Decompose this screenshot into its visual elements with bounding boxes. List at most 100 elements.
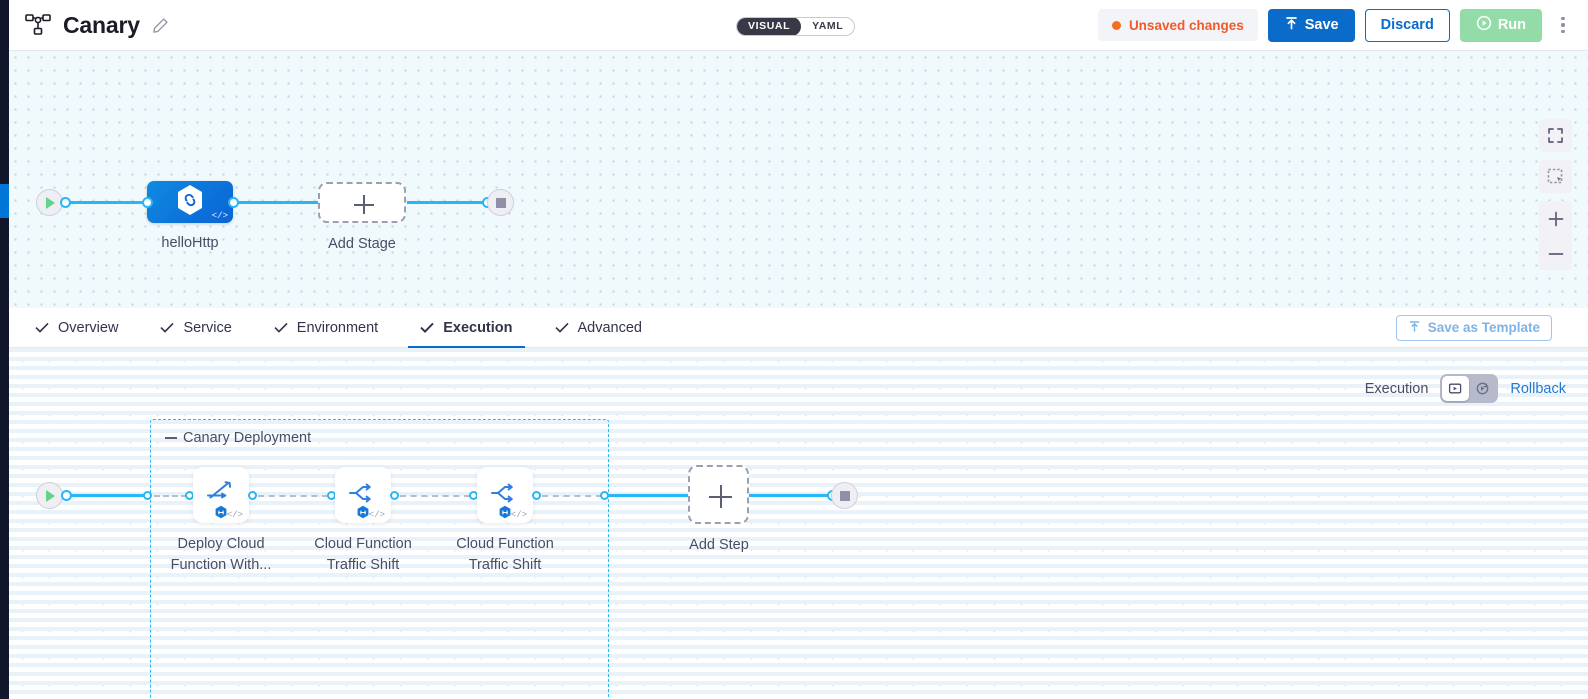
- add-step-label: Add Step: [689, 537, 749, 553]
- add-stage-label: Add Stage: [328, 236, 396, 252]
- step-type-badge: [498, 505, 513, 520]
- left-nav-active-indicator: [0, 184, 9, 218]
- section-tabs[interactable]: Overview Service Environment Execution A…: [9, 308, 1588, 349]
- zoom-out-icon[interactable]: [1539, 237, 1572, 270]
- kebab-menu-icon[interactable]: [1552, 9, 1574, 41]
- tab-environment[interactable]: Environment: [274, 308, 378, 348]
- edge-start-to-group: [70, 494, 146, 497]
- view-mode-toggle[interactable]: VISUAL YAML: [736, 17, 856, 36]
- tab-advanced[interactable]: Advanced: [554, 308, 642, 348]
- add-stage-button[interactable]: Add Stage: [318, 182, 406, 252]
- group-title-label: Canary Deployment: [183, 430, 312, 446]
- step-node-traffic-shift-2[interactable]: </> Cloud Function Traffic Shift: [456, 467, 554, 573]
- tab-service-label: Service: [183, 319, 232, 336]
- edge-group-to-step1: [154, 495, 187, 497]
- fit-to-screen-icon[interactable]: [1539, 119, 1572, 152]
- stage-end-node[interactable]: [487, 189, 514, 216]
- run-button[interactable]: Run: [1459, 8, 1542, 42]
- template-upload-icon: [1408, 320, 1421, 336]
- stage-code-badge: </>: [211, 211, 228, 221]
- left-nav-rail[interactable]: [0, 0, 9, 699]
- check-icon: [35, 322, 49, 333]
- rollback-view-icon[interactable]: [1469, 376, 1496, 401]
- discard-button[interactable]: Discard: [1364, 8, 1450, 42]
- play-start-icon: [36, 189, 63, 216]
- step-type-badge: [356, 505, 371, 520]
- check-icon: [554, 322, 569, 333]
- save-as-template-label: Save as Template: [1427, 320, 1540, 335]
- view-mode-yaml[interactable]: YAML: [812, 20, 844, 32]
- zoom-in-icon[interactable]: [1539, 201, 1572, 237]
- execution-mode-toggle[interactable]: [1440, 374, 1499, 403]
- step-label-deploy-cloud-function: Deploy Cloud Function With...: [170, 536, 272, 573]
- unsaved-changes-label: Unsaved changes: [1128, 17, 1244, 33]
- edge-start-to-hellohttp: [69, 201, 155, 204]
- execution-end-node[interactable]: [831, 482, 858, 509]
- traffic-shift-icon: [346, 478, 380, 513]
- deploy-function-icon: [204, 478, 238, 513]
- edge-addstep-to-end: [749, 494, 831, 497]
- stop-end-icon: [487, 189, 514, 216]
- rollback-link[interactable]: Rollback: [1510, 380, 1566, 397]
- collapse-icon[interactable]: [165, 437, 177, 439]
- edge-addstage-to-end: [407, 201, 487, 204]
- step3-output-port[interactable]: [532, 491, 541, 500]
- tab-environment-label: Environment: [296, 319, 379, 336]
- unsaved-dot-icon: [1111, 20, 1121, 30]
- tab-execution-label: Execution: [443, 319, 513, 336]
- view-mode-visual[interactable]: VISUAL: [737, 18, 802, 35]
- execution-toolbar-label: Execution: [1364, 380, 1429, 397]
- page-title: Canary: [63, 11, 140, 38]
- stage-canvas[interactable]: </> helloHttp Add Stage: [9, 51, 1588, 308]
- edge-hellohttp-to-addstage: [237, 201, 322, 204]
- plus-icon: [318, 182, 406, 223]
- stage-label-hellohttp: helloHttp: [161, 235, 219, 251]
- check-icon: [420, 322, 434, 333]
- tab-overview-label: Overview: [58, 319, 119, 336]
- save-upload-icon: [1284, 16, 1299, 35]
- stage-group-canary-deployment[interactable]: Canary Deployment: [150, 419, 609, 699]
- execution-toolbar[interactable]: Execution Rollback: [1365, 374, 1566, 403]
- save-as-template-button[interactable]: Save as Template: [1395, 314, 1552, 341]
- stop-end-icon: [831, 482, 858, 509]
- step1-output-port[interactable]: [248, 491, 257, 500]
- stage-input-port[interactable]: [142, 197, 153, 208]
- add-step-button[interactable]: Add Step: [688, 465, 749, 553]
- check-icon: [274, 322, 288, 333]
- tab-service[interactable]: Service: [160, 308, 232, 348]
- step-code-badge: </>: [368, 510, 385, 520]
- save-button[interactable]: Save: [1267, 8, 1355, 42]
- step2-output-port[interactable]: [390, 491, 399, 500]
- execution-canvas[interactable]: Canary Deployment: [9, 348, 1588, 699]
- stage-node-hellohttp[interactable]: </> helloHttp: [147, 181, 233, 251]
- step-label-traffic-shift-1: Cloud Function Traffic Shift: [314, 536, 412, 573]
- pencil-edit-icon[interactable]: [152, 17, 169, 34]
- selection-box-icon[interactable]: [1539, 160, 1572, 193]
- save-button-label: Save: [1304, 17, 1339, 33]
- execution-start-node[interactable]: [36, 482, 63, 509]
- tab-execution[interactable]: Execution: [408, 308, 525, 349]
- run-button-label: Run: [1497, 17, 1526, 33]
- plus-icon: [688, 465, 749, 524]
- play-start-icon: [36, 482, 63, 509]
- tab-overview[interactable]: Overview: [35, 308, 118, 348]
- edge-step2-to-step3: [400, 495, 470, 497]
- group-title: Canary Deployment: [165, 430, 311, 446]
- pipeline-nodes-icon: [25, 14, 51, 36]
- canvas-tools[interactable]: [1539, 119, 1572, 270]
- step-code-badge: </>: [510, 510, 527, 520]
- edge-group-to-addstep: [608, 494, 689, 497]
- edge-step1-to-step2: [258, 495, 328, 497]
- step-label-traffic-shift-2: Cloud Function Traffic Shift: [456, 536, 554, 573]
- run-play-icon: [1476, 15, 1492, 35]
- step-node-deploy-cloud-function[interactable]: </> Deploy Cloud Function With...: [171, 467, 271, 573]
- traffic-shift-icon: [488, 478, 522, 513]
- group-entry-port[interactable]: [143, 491, 152, 500]
- step-node-traffic-shift-1[interactable]: </> Cloud Function Traffic Shift: [314, 467, 412, 573]
- hexagon-link-icon: [174, 183, 206, 222]
- unsaved-changes-badge: Unsaved changes: [1097, 9, 1258, 41]
- zoom-controls[interactable]: [1539, 201, 1572, 270]
- app-header: Canary VISUAL YAML Unsaved changes: [9, 0, 1588, 51]
- execution-view-icon[interactable]: [1442, 376, 1470, 401]
- stage-start-node[interactable]: [36, 189, 63, 216]
